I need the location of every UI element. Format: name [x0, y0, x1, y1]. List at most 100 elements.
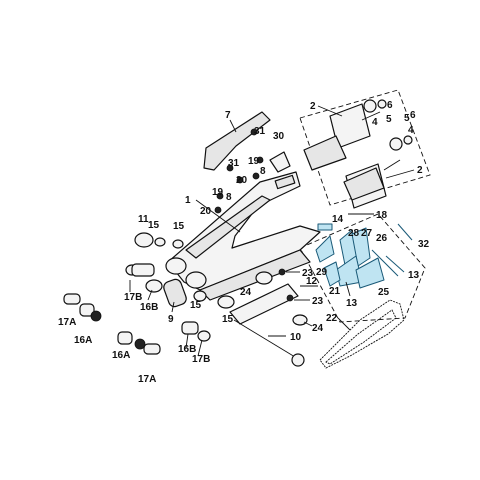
upper-assembly-dashed-outline	[299, 89, 431, 206]
label-15-pivot: 15	[148, 220, 160, 231]
bolt-23-lower	[286, 294, 294, 302]
label-27: 27	[361, 228, 373, 239]
chain-guide-dashed-outline	[299, 213, 426, 323]
label-32: 32	[418, 239, 430, 250]
label-5-lower: 5	[404, 113, 410, 124]
bearing-17b-lower	[197, 330, 211, 342]
bracket-block-lower	[343, 167, 385, 201]
label-14: 14	[332, 214, 344, 225]
pivot-nut	[134, 232, 154, 248]
leader-2-top	[317, 105, 343, 117]
swingarm-pivot-right	[185, 271, 207, 289]
washer-24-lower	[292, 314, 308, 326]
swingarm-upper-rail	[185, 195, 271, 259]
bolt-31-lower	[226, 164, 234, 172]
leader-16b	[147, 289, 153, 301]
label-25: 25	[378, 287, 390, 298]
bolt-20-upper	[236, 176, 244, 184]
drive-chain-inner	[325, 309, 397, 365]
label-2-top: 2	[310, 101, 316, 112]
label-16a-right: 16A	[112, 350, 130, 361]
adjuster-bolt-lower	[383, 159, 401, 171]
bushing-16b-end	[145, 279, 163, 293]
roller-29	[323, 261, 341, 287]
leader-24-lower	[303, 321, 313, 327]
leader-1	[195, 199, 241, 233]
seal-16a-left	[90, 310, 102, 322]
label-29: 29	[316, 267, 328, 278]
label-6-upper: 6	[387, 100, 393, 111]
label-26: 26	[376, 233, 388, 244]
leader-17b-lower	[197, 339, 203, 357]
seal-16a-right	[134, 338, 146, 350]
label-10: 10	[290, 332, 302, 343]
label-15-mid: 15	[173, 221, 185, 232]
label-15-low: 15	[190, 300, 202, 311]
label-19-upper: 19	[248, 156, 260, 167]
label-6-lower: 6	[410, 110, 416, 121]
washer-24-upper	[255, 271, 273, 285]
bushing-16a-left	[79, 303, 95, 317]
leader-7	[229, 119, 237, 133]
label-23-upper: 23	[302, 268, 314, 279]
label-17a-right: 17A	[138, 374, 156, 385]
nut-lower	[403, 135, 413, 145]
axle-slot	[274, 174, 296, 190]
bushing-17a-right	[143, 343, 161, 355]
label-5-upper: 5	[386, 114, 392, 125]
clip-14	[317, 223, 333, 231]
label-12: 12	[306, 276, 318, 287]
label-21: 21	[329, 286, 341, 297]
bracket-block-upper	[303, 135, 347, 171]
drive-chain	[319, 299, 405, 369]
label-11: 11	[138, 214, 149, 225]
nut-upper	[377, 99, 387, 109]
label-17a-left: 17A	[58, 317, 76, 328]
link-arm	[229, 283, 299, 325]
label-9: 9	[168, 314, 174, 325]
washer-upper	[363, 99, 377, 113]
leader-9	[171, 301, 175, 313]
label-20-upper: 20	[236, 175, 248, 186]
label-24-upper: 24	[240, 287, 252, 298]
leader-13-lower	[345, 281, 351, 297]
collar-9	[163, 278, 187, 308]
label-13-lower: 13	[346, 298, 358, 309]
bolt-20-lower	[214, 206, 222, 214]
washer-lower	[389, 137, 403, 151]
label-31-upper: 31	[254, 126, 266, 137]
label-15-lower: 15	[222, 314, 234, 325]
dust-seal-15-mid	[193, 290, 207, 302]
swingarm-pivot-left	[165, 257, 187, 275]
leader-16b-lower	[185, 333, 189, 349]
label-4-lower: 4	[408, 125, 414, 136]
bushing-16b-lower	[181, 321, 199, 335]
label-30: 30	[273, 131, 285, 142]
leader-2-right	[385, 169, 415, 179]
label-16b-upper: 16B	[140, 302, 158, 313]
label-8-lower: 8	[226, 192, 232, 203]
bushing-16a-right	[117, 331, 133, 345]
part-labels: 1 2 2 4 4 5 5 6 6 7 8 8 9 10 11 12 13 13…	[58, 100, 430, 385]
adjuster-bolt-upper	[361, 111, 381, 121]
guide-25	[355, 257, 385, 289]
label-16a-left: 16A	[74, 335, 92, 346]
label-2-right: 2	[417, 165, 423, 176]
pivot-bolt-10	[233, 319, 301, 361]
clip-part	[269, 151, 291, 173]
label-24-lower: 24	[312, 323, 324, 334]
chain-guard	[203, 111, 271, 171]
dust-seal-15-right	[217, 295, 235, 309]
bushing-16b	[131, 263, 155, 277]
dust-seal-15-left	[172, 239, 184, 249]
bolt-19-lower	[216, 192, 224, 200]
label-17b-lower: 17B	[192, 354, 210, 365]
bolt-13-upper	[385, 255, 405, 273]
chain-guide-21	[315, 235, 335, 263]
label-31-lower: 31	[228, 158, 240, 169]
label-23-lower: 23	[312, 296, 324, 307]
leader-22	[337, 317, 351, 331]
label-8-upper: 8	[260, 166, 266, 177]
